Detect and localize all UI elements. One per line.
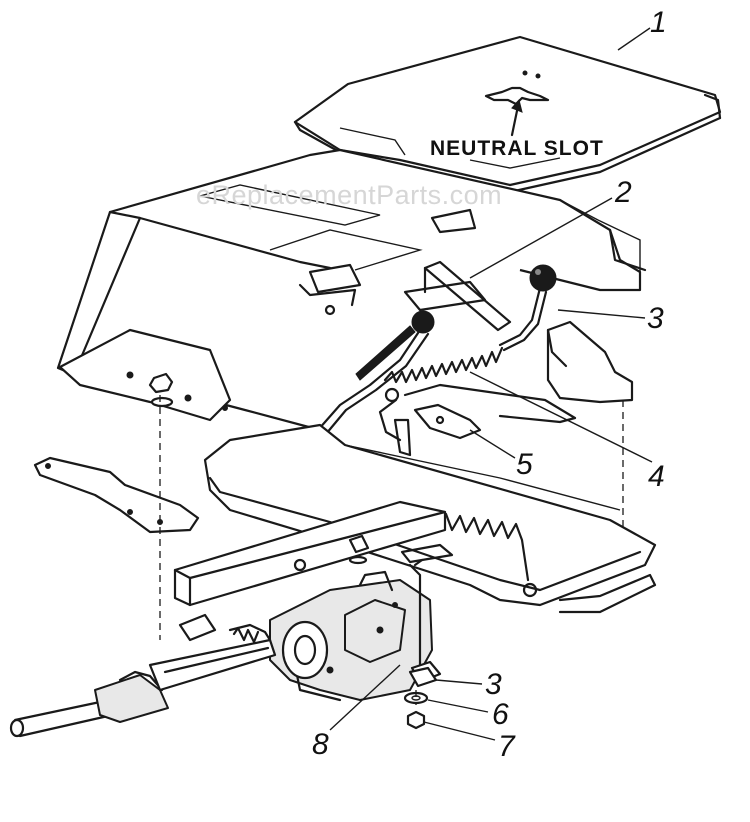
callout-3-lower: 3 (485, 668, 502, 701)
leader-2 (469, 197, 613, 279)
callout-2: 2 (615, 176, 632, 209)
left-mounting-bracket (33, 456, 200, 534)
neutral-slot-arrow (510, 98, 523, 137)
right-guard-plate (546, 320, 634, 540)
frame-cross-member (173, 500, 447, 642)
callout-1: 1 (650, 6, 667, 39)
part-7-nut (406, 710, 426, 730)
callout-8: 8 (312, 728, 329, 761)
neutral-slot-label: NEUTRAL SLOT (430, 137, 604, 160)
part-2-lever-bracket (403, 260, 512, 332)
callout-4: 4 (648, 460, 665, 493)
leader-1 (617, 27, 651, 51)
leader-8 (329, 664, 401, 731)
part-3-shift-lever (498, 264, 557, 352)
part-5-mount-plate (393, 383, 577, 457)
axle-shaft (9, 638, 277, 738)
leader-3-lower (435, 679, 483, 685)
leader-4 (469, 371, 653, 463)
callout-5: 5 (516, 448, 533, 481)
fender-body (56, 148, 647, 432)
watermark-text: eReplacementParts.com (196, 180, 503, 210)
callout-3-upper: 3 (647, 302, 664, 335)
leader-6 (427, 699, 489, 713)
leader-3-upper (557, 309, 646, 319)
transmission-assembly (228, 570, 433, 702)
callout-6: 6 (492, 698, 509, 731)
callout-7: 7 (498, 730, 515, 763)
leader-5 (469, 429, 516, 459)
leader-7 (423, 721, 496, 741)
part-4-control-lever (316, 310, 504, 442)
